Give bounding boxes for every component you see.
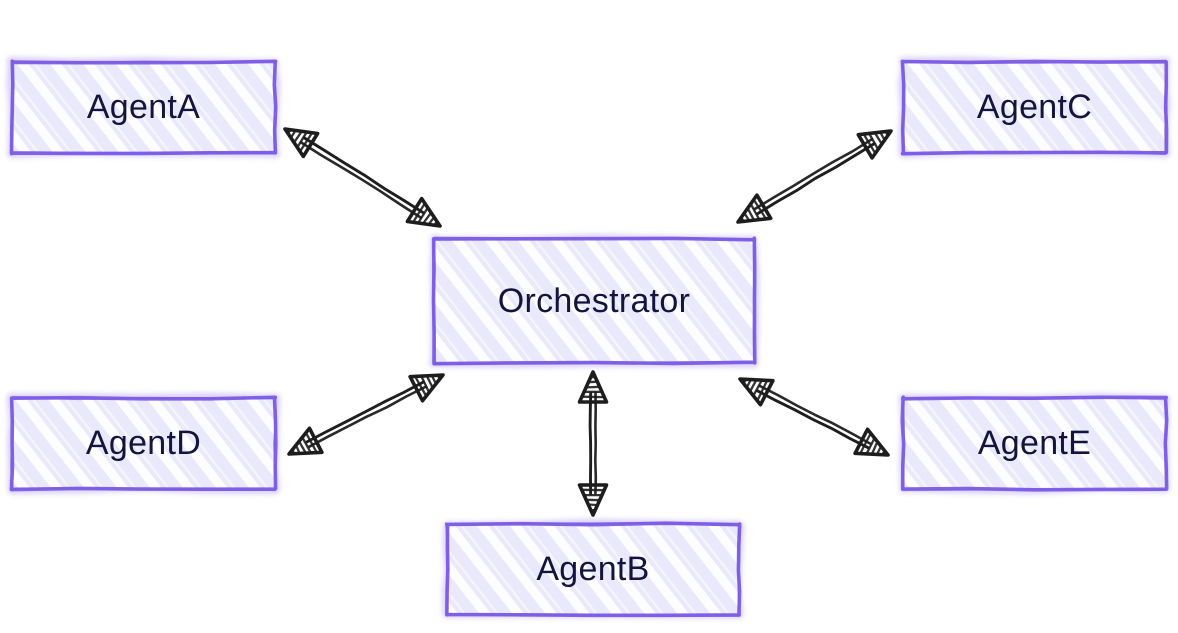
edge-orchestrator-agentB [577, 370, 609, 517]
node-agentE[interactable] [903, 398, 1166, 489]
edge-orchestrator-agentE [738, 377, 890, 457]
node-orchestrator[interactable] [434, 239, 754, 363]
edge-orchestrator-agentC [736, 129, 893, 224]
edge-orchestrator-agentD [287, 373, 445, 456]
edges-layer [283, 127, 893, 517]
node-shape-agentB [442, 519, 744, 619]
node-agentB[interactable] [447, 524, 739, 615]
node-agentD[interactable] [12, 398, 275, 489]
node-agentC[interactable] [903, 62, 1166, 153]
nodes-layer [6, 56, 1171, 619]
node-shape-agentD [7, 393, 281, 494]
node-shape-agentA [6, 57, 281, 158]
edge-orchestrator-agentA [283, 127, 442, 228]
node-shape-agentC [898, 56, 1171, 158]
node-agentA[interactable] [12, 62, 275, 153]
node-shape-agentE [899, 393, 1171, 495]
node-shape-orchestrator [429, 234, 759, 368]
